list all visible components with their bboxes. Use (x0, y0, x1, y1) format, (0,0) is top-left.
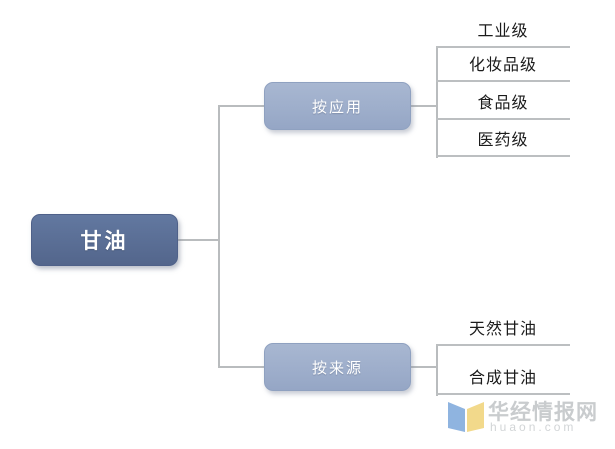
watermark-brand-cn: 华经情报网 (488, 400, 598, 424)
connector-root-to-trunk (178, 239, 220, 241)
watermark-brand-url: huaon.com (490, 420, 577, 434)
connector-branch-application-to-spine (410, 105, 438, 107)
connector-trunk-to-branch-application (218, 105, 266, 107)
leaf-node: 食品级 (436, 95, 570, 120)
leaf-node: 合成甘油 (436, 370, 570, 395)
leaf-node: 工业级 (436, 23, 570, 48)
huaon-logo-icon (448, 402, 484, 432)
connector-trunk-to-branch-source (218, 366, 266, 368)
node-branch-by-source-label: 按来源 (311, 359, 363, 377)
watermark: 华经情报网 huaon.com (446, 396, 611, 444)
node-root-glycerin[interactable]: 甘油 (31, 214, 178, 266)
node-branch-by-application[interactable]: 按应用 (264, 82, 411, 130)
leaf-node: 医药级 (436, 132, 570, 157)
connector-spine-source-leaves (436, 345, 438, 396)
connector-trunk (218, 105, 220, 368)
node-root-label: 甘油 (80, 230, 129, 253)
connector-spine-application-leaves (436, 47, 438, 158)
node-branch-by-application-label: 按应用 (311, 98, 363, 116)
leaf-node: 化妆品级 (436, 57, 570, 82)
connector-branch-source-to-spine (410, 366, 438, 368)
node-branch-by-source[interactable]: 按来源 (264, 343, 411, 391)
leaf-node: 天然甘油 (436, 321, 570, 346)
